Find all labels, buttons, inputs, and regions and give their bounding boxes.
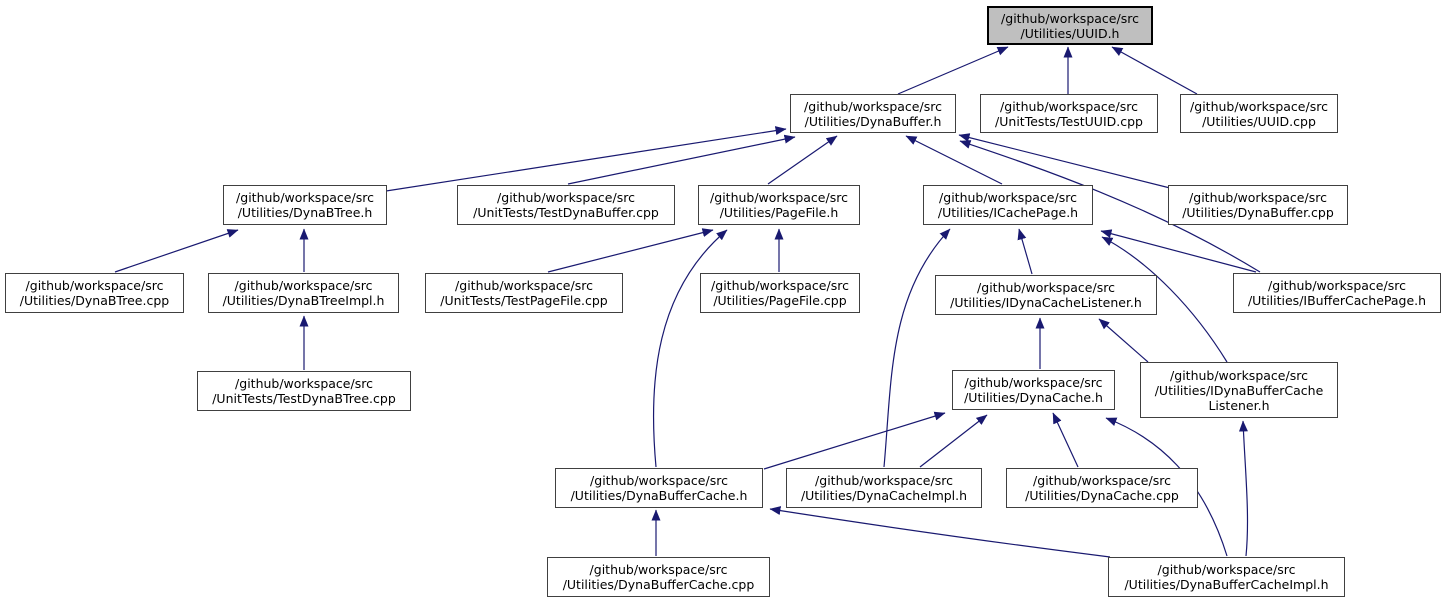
edge-pagefile-h-to-dynabuffer-h: [767, 135, 838, 185]
node-ibuffercachepage-h[interactable]: /github/workspace/src/Utilities/IBufferC…: [1233, 273, 1441, 313]
edge-dynabuffercacheimpl-h-to-idynabuffercachelistener-h: [1238, 420, 1249, 557]
node-label-line: /Utilities/DynaCacheImpl.h: [800, 488, 968, 503]
node-label-line: /github/workspace/src: [1157, 562, 1296, 577]
node-label-line: /Utilities/PageFile.cpp: [713, 293, 847, 308]
node-label-line: /Utilities/DynaBTreeImpl.h: [222, 293, 385, 308]
node-testdynabuffer-cpp[interactable]: /github/workspace/src/UnitTests/TestDyna…: [457, 185, 675, 225]
node-uuid-cpp[interactable]: /github/workspace/src/Utilities/UUID.cpp: [1180, 94, 1338, 133]
edge-dynabuffercacheimpl-h-to-dynacache-h: [1105, 417, 1228, 557]
node-label-line: /Utilities/DynaBufferCache.h: [570, 488, 748, 503]
edge-ibuffercachepage-h-to-dynabuffer-h: [959, 140, 1261, 273]
node-label-line: /Utilities/PageFile.h: [719, 205, 839, 220]
node-label-line: /github/workspace/src: [25, 278, 164, 293]
node-dynacache-cpp[interactable]: /github/workspace/src/Utilities/DynaCach…: [1006, 468, 1198, 508]
node-label-line: /github/workspace/src: [939, 190, 1077, 205]
node-dynacacheimpl-h[interactable]: /github/workspace/src/Utilities/DynaCach…: [786, 468, 982, 508]
node-label-line: /github/workspace/src: [1189, 190, 1327, 205]
node-label-line: /UnitTests/TestDynaBTree.cpp: [212, 391, 396, 406]
node-label-line: /github/workspace/src: [1268, 278, 1406, 293]
edge-idynabuffercachelistener-h-to-idynacachelistener-h: [1098, 318, 1149, 363]
node-icachepage-h[interactable]: /github/workspace/src/Utilities/ICachePa…: [923, 185, 1093, 225]
edge-dynabuffer-cpp-to-dynabuffer-h: [958, 133, 1171, 189]
node-label-line: /github/workspace/src: [711, 278, 849, 293]
node-label-line: /github/workspace/src: [964, 375, 1103, 390]
edge-idynacachelistener-h-to-icachepage-h: [1017, 228, 1033, 275]
node-pagefile-h[interactable]: /github/workspace/src/Utilities/PageFile…: [698, 185, 860, 225]
edge-ibuffercachepage-h-to-icachepage-h: [1100, 229, 1257, 273]
node-label-line: /Utilities/DynaBTree.cpp: [19, 293, 170, 308]
node-label-line: /Utilities/DynaBTree.h: [237, 205, 373, 220]
edge-dynacacheimpl-h-to-icachepage-h: [883, 228, 951, 468]
node-label-line: /Utilities/ICachePage.h: [937, 205, 1079, 220]
node-label-line: /github/workspace/src: [455, 278, 593, 293]
node-label-line: /github/workspace/src: [235, 376, 373, 391]
node-label-line: /github/workspace/src: [1000, 98, 1138, 114]
node-label-line: /Utilities/IDynaBufferCache: [1154, 382, 1324, 398]
node-uuid-h[interactable]: /github/workspace/src/Utilities/UUID.h: [987, 6, 1153, 45]
edge-testdynabuffer-cpp-to-dynabuffer-h: [567, 134, 796, 185]
node-testuuid-cpp[interactable]: /github/workspace/src/UnitTests/TestUUID…: [980, 94, 1158, 133]
node-label-line: /github/workspace/src: [236, 190, 374, 205]
edge-dynabuffercache-h-to-pagefile-h: [652, 229, 728, 468]
node-label-line: /github/workspace/src: [1170, 367, 1308, 383]
node-label-line: /Utilities/IDynaCacheListener.h: [950, 295, 1142, 310]
node-idynabuffercachelistener-h[interactable]: /github/workspace/src/Utilities/IDynaBuf…: [1140, 362, 1338, 418]
node-label-line: /github/workspace/src: [815, 473, 953, 488]
node-label-line: /github/workspace/src: [710, 190, 848, 205]
node-label-line: Listener.h: [1208, 397, 1270, 413]
edges-group: [114, 46, 1261, 558]
node-label-line: /github/workspace/src: [977, 280, 1115, 295]
node-label-line: /Utilities/IBufferCachePage.h: [1247, 293, 1427, 308]
node-testdynabtree-cpp[interactable]: /github/workspace/src/UnitTests/TestDyna…: [197, 371, 411, 411]
node-dynabuffer-h[interactable]: /github/workspace/src/Utilities/DynaBuff…: [790, 94, 956, 133]
edge-dynabuffercacheimpl-h-to-dynabuffercache-h: [769, 506, 1111, 558]
node-dynabtreeimpl-h[interactable]: /github/workspace/src/Utilities/DynaBTre…: [208, 273, 399, 313]
edge-dynabtree-h-to-dynabuffer-h: [385, 126, 787, 192]
node-label-line: /github/workspace/src: [589, 562, 728, 577]
node-label-line: /UnitTests/TestDynaBuffer.cpp: [473, 205, 659, 220]
node-label-line: /UnitTests/TestUUID.cpp: [995, 113, 1143, 129]
edge-dynacache-cpp-to-dynacache-h: [1052, 412, 1079, 468]
node-pagefile-cpp[interactable]: /github/workspace/src/Utilities/PageFile…: [700, 273, 860, 313]
node-label-line: /Utilities/DynaCache.h: [964, 390, 1103, 405]
node-label-line: /Utilities/DynaBufferCache.cpp: [562, 577, 755, 592]
node-label-line: /Utilities/DynaBuffer.cpp: [1182, 205, 1334, 220]
node-dynabuffercache-cpp[interactable]: /github/workspace/src/Utilities/DynaBuff…: [547, 557, 770, 597]
node-label-line: /Utilities/DynaCache.cpp: [1025, 488, 1179, 503]
node-dynabuffer-cpp[interactable]: /github/workspace/src/Utilities/DynaBuff…: [1168, 185, 1348, 225]
edge-uuid-cpp-to-uuid-h: [1111, 46, 1198, 95]
edge-idynabuffercachelistener-h-to-icachepage-h: [1101, 236, 1228, 363]
edge-dynabuffer-h-to-uuid-h: [897, 46, 1009, 95]
node-testpagefile-cpp[interactable]: /github/workspace/src/UnitTests/TestPage…: [425, 273, 623, 313]
node-label-line: /Utilities/UUID.h: [1020, 25, 1120, 41]
node-dynabtree-h[interactable]: /github/workspace/src/Utilities/DynaBTre…: [223, 185, 387, 225]
edge-dynabtree-cpp-to-dynabtree-h: [114, 229, 239, 273]
edge-icachepage-h-to-dynabuffer-h: [905, 135, 1003, 185]
node-dynabtree-cpp[interactable]: /github/workspace/src/Utilities/DynaBTre…: [5, 273, 184, 313]
node-dynabuffercacheimpl-h[interactable]: /github/workspace/src/Utilities/DynaBuff…: [1108, 557, 1345, 597]
node-label-line: /github/workspace/src: [590, 473, 728, 488]
node-label-line: /UnitTests/TestPageFile.cpp: [440, 293, 608, 308]
node-label-line: /github/workspace/src: [1190, 98, 1328, 114]
node-label-line: /github/workspace/src: [1001, 10, 1139, 26]
node-idynacachelistener-h[interactable]: /github/workspace/src/Utilities/IDynaCac…: [935, 275, 1157, 315]
node-label-line: /Utilities/DynaBuffer.h: [804, 113, 942, 129]
node-label-line: /Utilities/UUID.cpp: [1202, 113, 1316, 129]
node-label-line: /github/workspace/src: [234, 278, 373, 293]
node-dynabuffercache-h[interactable]: /github/workspace/src/Utilities/DynaBuff…: [555, 468, 763, 508]
edge-testpagefile-cpp-to-pagefile-h: [547, 228, 714, 273]
node-label-line: /github/workspace/src: [804, 98, 942, 114]
edge-dynacacheimpl-h-to-dynacache-h: [919, 414, 988, 468]
node-label-line: /github/workspace/src: [497, 190, 635, 205]
node-dynacache-h[interactable]: /github/workspace/src/Utilities/DynaCach…: [952, 370, 1115, 410]
node-label-line: /Utilities/DynaBufferCacheImpl.h: [1124, 577, 1329, 592]
edge-dynabuffercache-h-to-dynacache-h: [763, 411, 946, 470]
node-label-line: /github/workspace/src: [1033, 473, 1171, 488]
